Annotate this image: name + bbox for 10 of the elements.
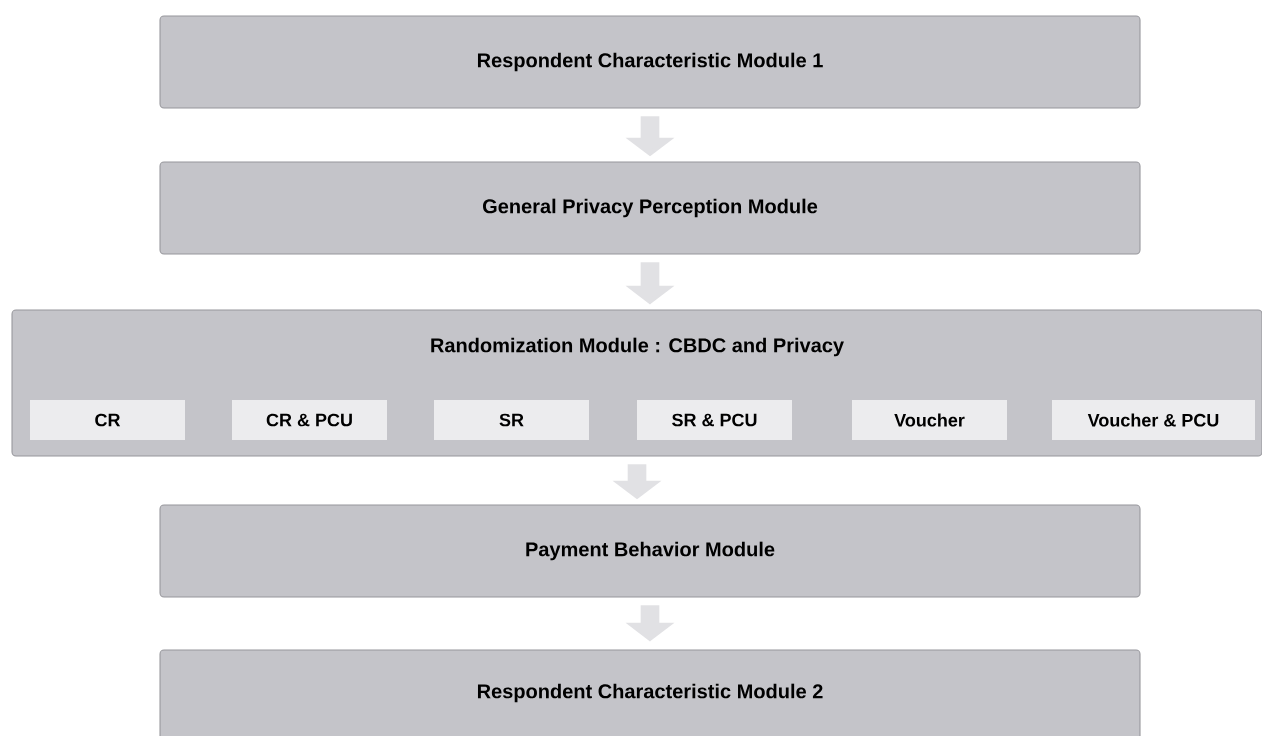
condition-box: Voucher xyxy=(852,400,1007,440)
condition-box: CR & PCU xyxy=(232,400,387,440)
condition-box: CR xyxy=(30,400,185,440)
module-box: Respondent Characteristic Module 1 xyxy=(159,15,1141,109)
condition-box: Voucher & PCU xyxy=(1052,400,1255,440)
module-box: Respondent Characteristic Module 2 xyxy=(159,649,1141,736)
condition-box: SR & PCU xyxy=(637,400,792,440)
module-box: General Privacy Perception Module xyxy=(159,161,1141,255)
condition-box: SR xyxy=(434,400,589,440)
module-box: Payment Behavior Module xyxy=(159,504,1141,598)
